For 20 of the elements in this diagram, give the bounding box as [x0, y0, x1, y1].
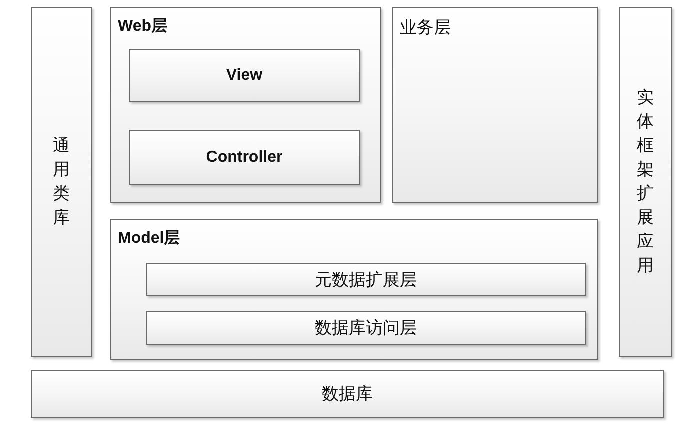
module-box: [129, 130, 360, 185]
panel-title: 业务层: [400, 17, 451, 39]
module-box: [146, 311, 586, 345]
module-label: View: [226, 66, 263, 84]
module-box: [146, 263, 586, 296]
layer-panel: [110, 7, 381, 203]
database-bar: [31, 370, 664, 418]
module-label: 元数据扩展层: [315, 269, 417, 291]
module-box: [129, 49, 360, 102]
layer-panel: [392, 7, 598, 203]
column-label: 实体框架扩展应用: [637, 87, 654, 278]
side-column: [619, 7, 672, 357]
panel-title: Web层: [118, 17, 168, 37]
bar-label: 数据库: [322, 384, 373, 406]
side-column: [31, 7, 92, 357]
panel-title: Model层: [118, 229, 180, 249]
layer-panel: [110, 219, 598, 360]
column-label: 通用类库: [53, 135, 70, 230]
module-label: 数据库访问层: [315, 318, 417, 340]
module-label: Controller: [206, 148, 283, 166]
